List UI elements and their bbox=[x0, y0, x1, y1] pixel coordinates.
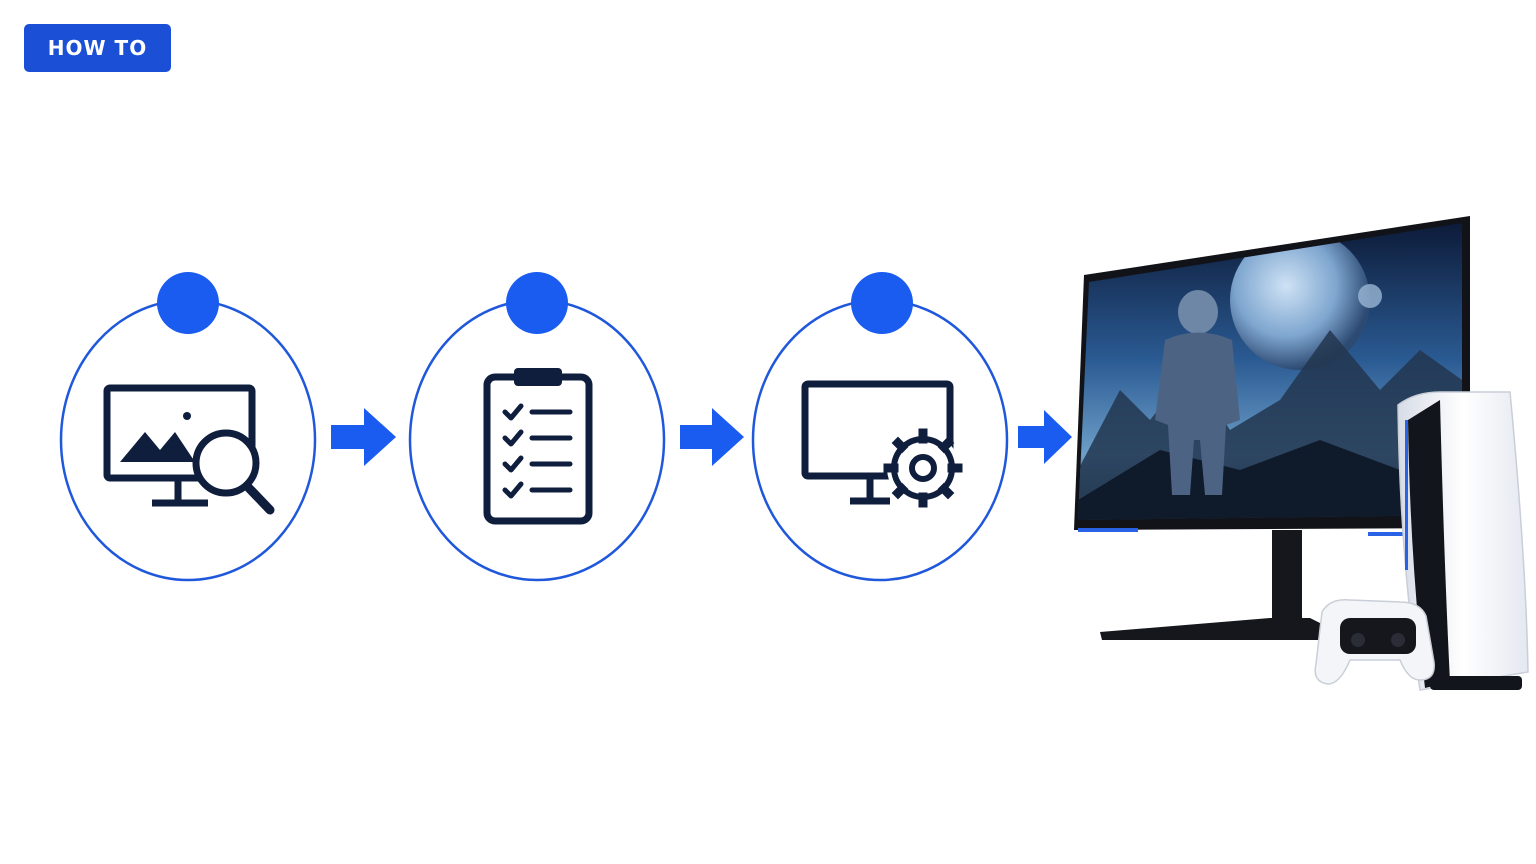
arrow-3-icon bbox=[1018, 410, 1072, 464]
how-to-badge-label: HOW TO bbox=[47, 36, 148, 60]
step-2 bbox=[408, 272, 666, 582]
monitor-screen bbox=[1078, 223, 1462, 520]
monitor-stand bbox=[1272, 530, 1302, 625]
gaming-monitor-with-console-icon bbox=[1074, 216, 1529, 691]
step-1 bbox=[59, 272, 317, 582]
step-3-ring bbox=[751, 298, 1009, 582]
monitor-base bbox=[1100, 618, 1330, 640]
checklist-clipboard-icon bbox=[483, 368, 593, 525]
step-3 bbox=[751, 272, 1009, 582]
arrow-2-icon bbox=[680, 408, 744, 466]
step-1-ring bbox=[59, 298, 317, 582]
arrow-1-icon bbox=[331, 408, 396, 466]
monitor-settings-gear-icon bbox=[801, 380, 963, 508]
step-3-marker bbox=[851, 272, 913, 334]
image-search-monitor-icon bbox=[103, 384, 275, 515]
controller bbox=[1314, 599, 1435, 685]
how-to-badge: HOW TO bbox=[24, 24, 171, 72]
step-2-marker bbox=[506, 272, 568, 334]
step-1-marker bbox=[157, 272, 219, 334]
